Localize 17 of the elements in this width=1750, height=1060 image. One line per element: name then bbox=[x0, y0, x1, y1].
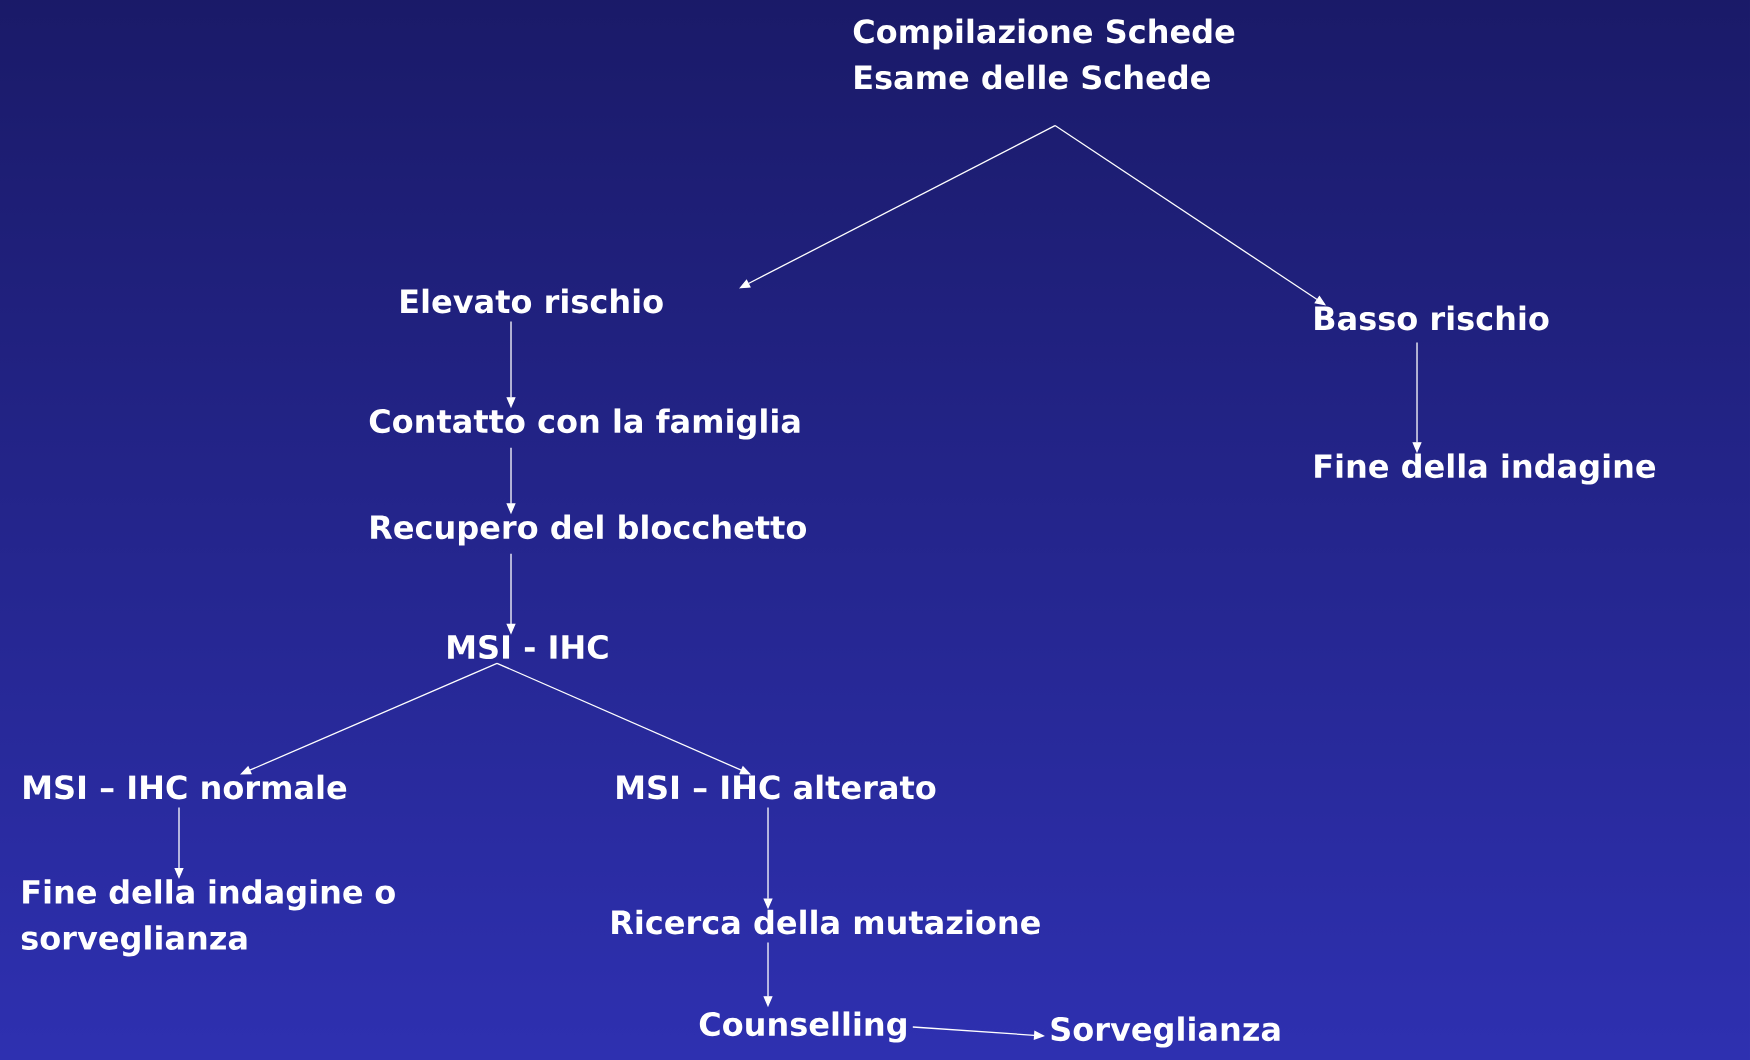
step-text: Compilazione Schede Esame delle Schede bbox=[853, 18, 1235, 90]
step-text: MSI – IHC normale bbox=[24, 774, 347, 800]
step-text: Sorveglianza bbox=[1051, 1016, 1280, 1048]
arrow bbox=[1054, 124, 1326, 306]
step-text: Recupero del blocchetto bbox=[371, 514, 807, 546]
step-text: Fine della indagine o sorveglianza bbox=[21, 879, 395, 957]
step-text: Fine della indagine bbox=[1315, 453, 1656, 485]
step-text: MSI - IHC bbox=[448, 634, 608, 660]
arrow bbox=[496, 662, 751, 775]
arrow bbox=[240, 662, 498, 775]
step-text: Counselling bbox=[699, 1011, 906, 1043]
arrow bbox=[739, 124, 1056, 289]
step-text: MSI – IHC alterato bbox=[617, 774, 936, 800]
step-text: Basso rischio bbox=[1315, 305, 1549, 331]
step-text: Contatto con la famiglia bbox=[369, 408, 800, 440]
step-text: Elevato rischio bbox=[401, 288, 663, 314]
step-text: Ricerca della mutazione bbox=[612, 909, 1040, 935]
